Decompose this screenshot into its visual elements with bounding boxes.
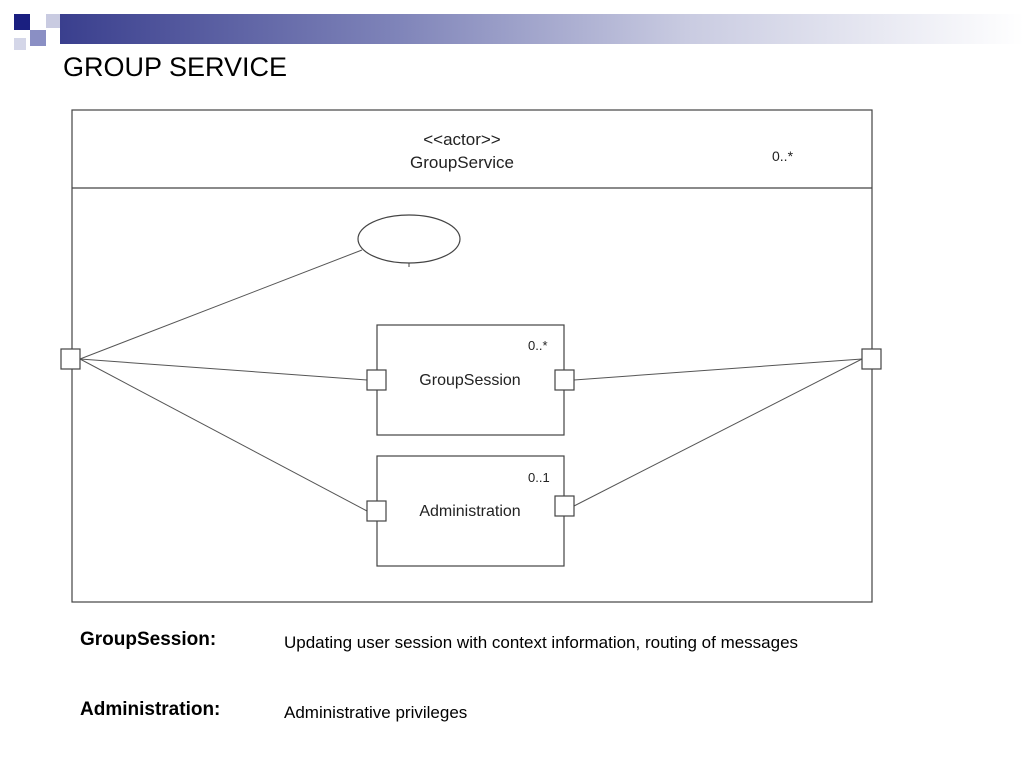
connector-line-left-to-interface	[79, 249, 363, 360]
legend-desc-administration: Administrative privileges	[284, 703, 468, 722]
component-administration	[376, 455, 565, 567]
connector-line-groupsession-to-right	[573, 358, 863, 381]
port-administration-left	[366, 500, 387, 522]
actor-stereotype: <<actor>>	[423, 130, 501, 149]
header-square-mid	[30, 30, 46, 46]
interface-ellipse	[357, 214, 461, 264]
legend-desc-groupsession: Updating user session with context infor…	[284, 633, 799, 652]
actor-multiplicity: 0..*	[772, 148, 794, 164]
header-square-dark	[14, 14, 30, 30]
header-square-light-2	[14, 38, 26, 50]
slide-title: GROUP SERVICE	[63, 52, 288, 82]
component-groupsession-multiplicity: 0..*	[528, 338, 548, 353]
header-gradient-bar	[60, 14, 1024, 44]
port-left-boundary	[60, 348, 81, 370]
port-administration-right	[554, 495, 575, 517]
connector-line-left-to-administration	[79, 358, 368, 512]
header-square-light	[46, 14, 60, 28]
component-administration-name: Administration	[419, 503, 520, 520]
port-groupsession-left	[366, 369, 387, 391]
connector-line-left-to-groupsession	[79, 358, 368, 381]
connector-line-administration-to-right	[573, 358, 863, 507]
legend-term-groupsession: GroupSession:	[80, 629, 217, 650]
component-administration-multiplicity: 0..1	[528, 470, 550, 485]
port-right-boundary	[861, 348, 882, 370]
legend-term-administration: Administration:	[80, 699, 221, 720]
component-groupsession-name: GroupSession	[419, 372, 520, 389]
port-groupsession-right	[554, 369, 575, 391]
actor-name: GroupService	[410, 153, 514, 172]
component-groupsession	[376, 324, 565, 436]
